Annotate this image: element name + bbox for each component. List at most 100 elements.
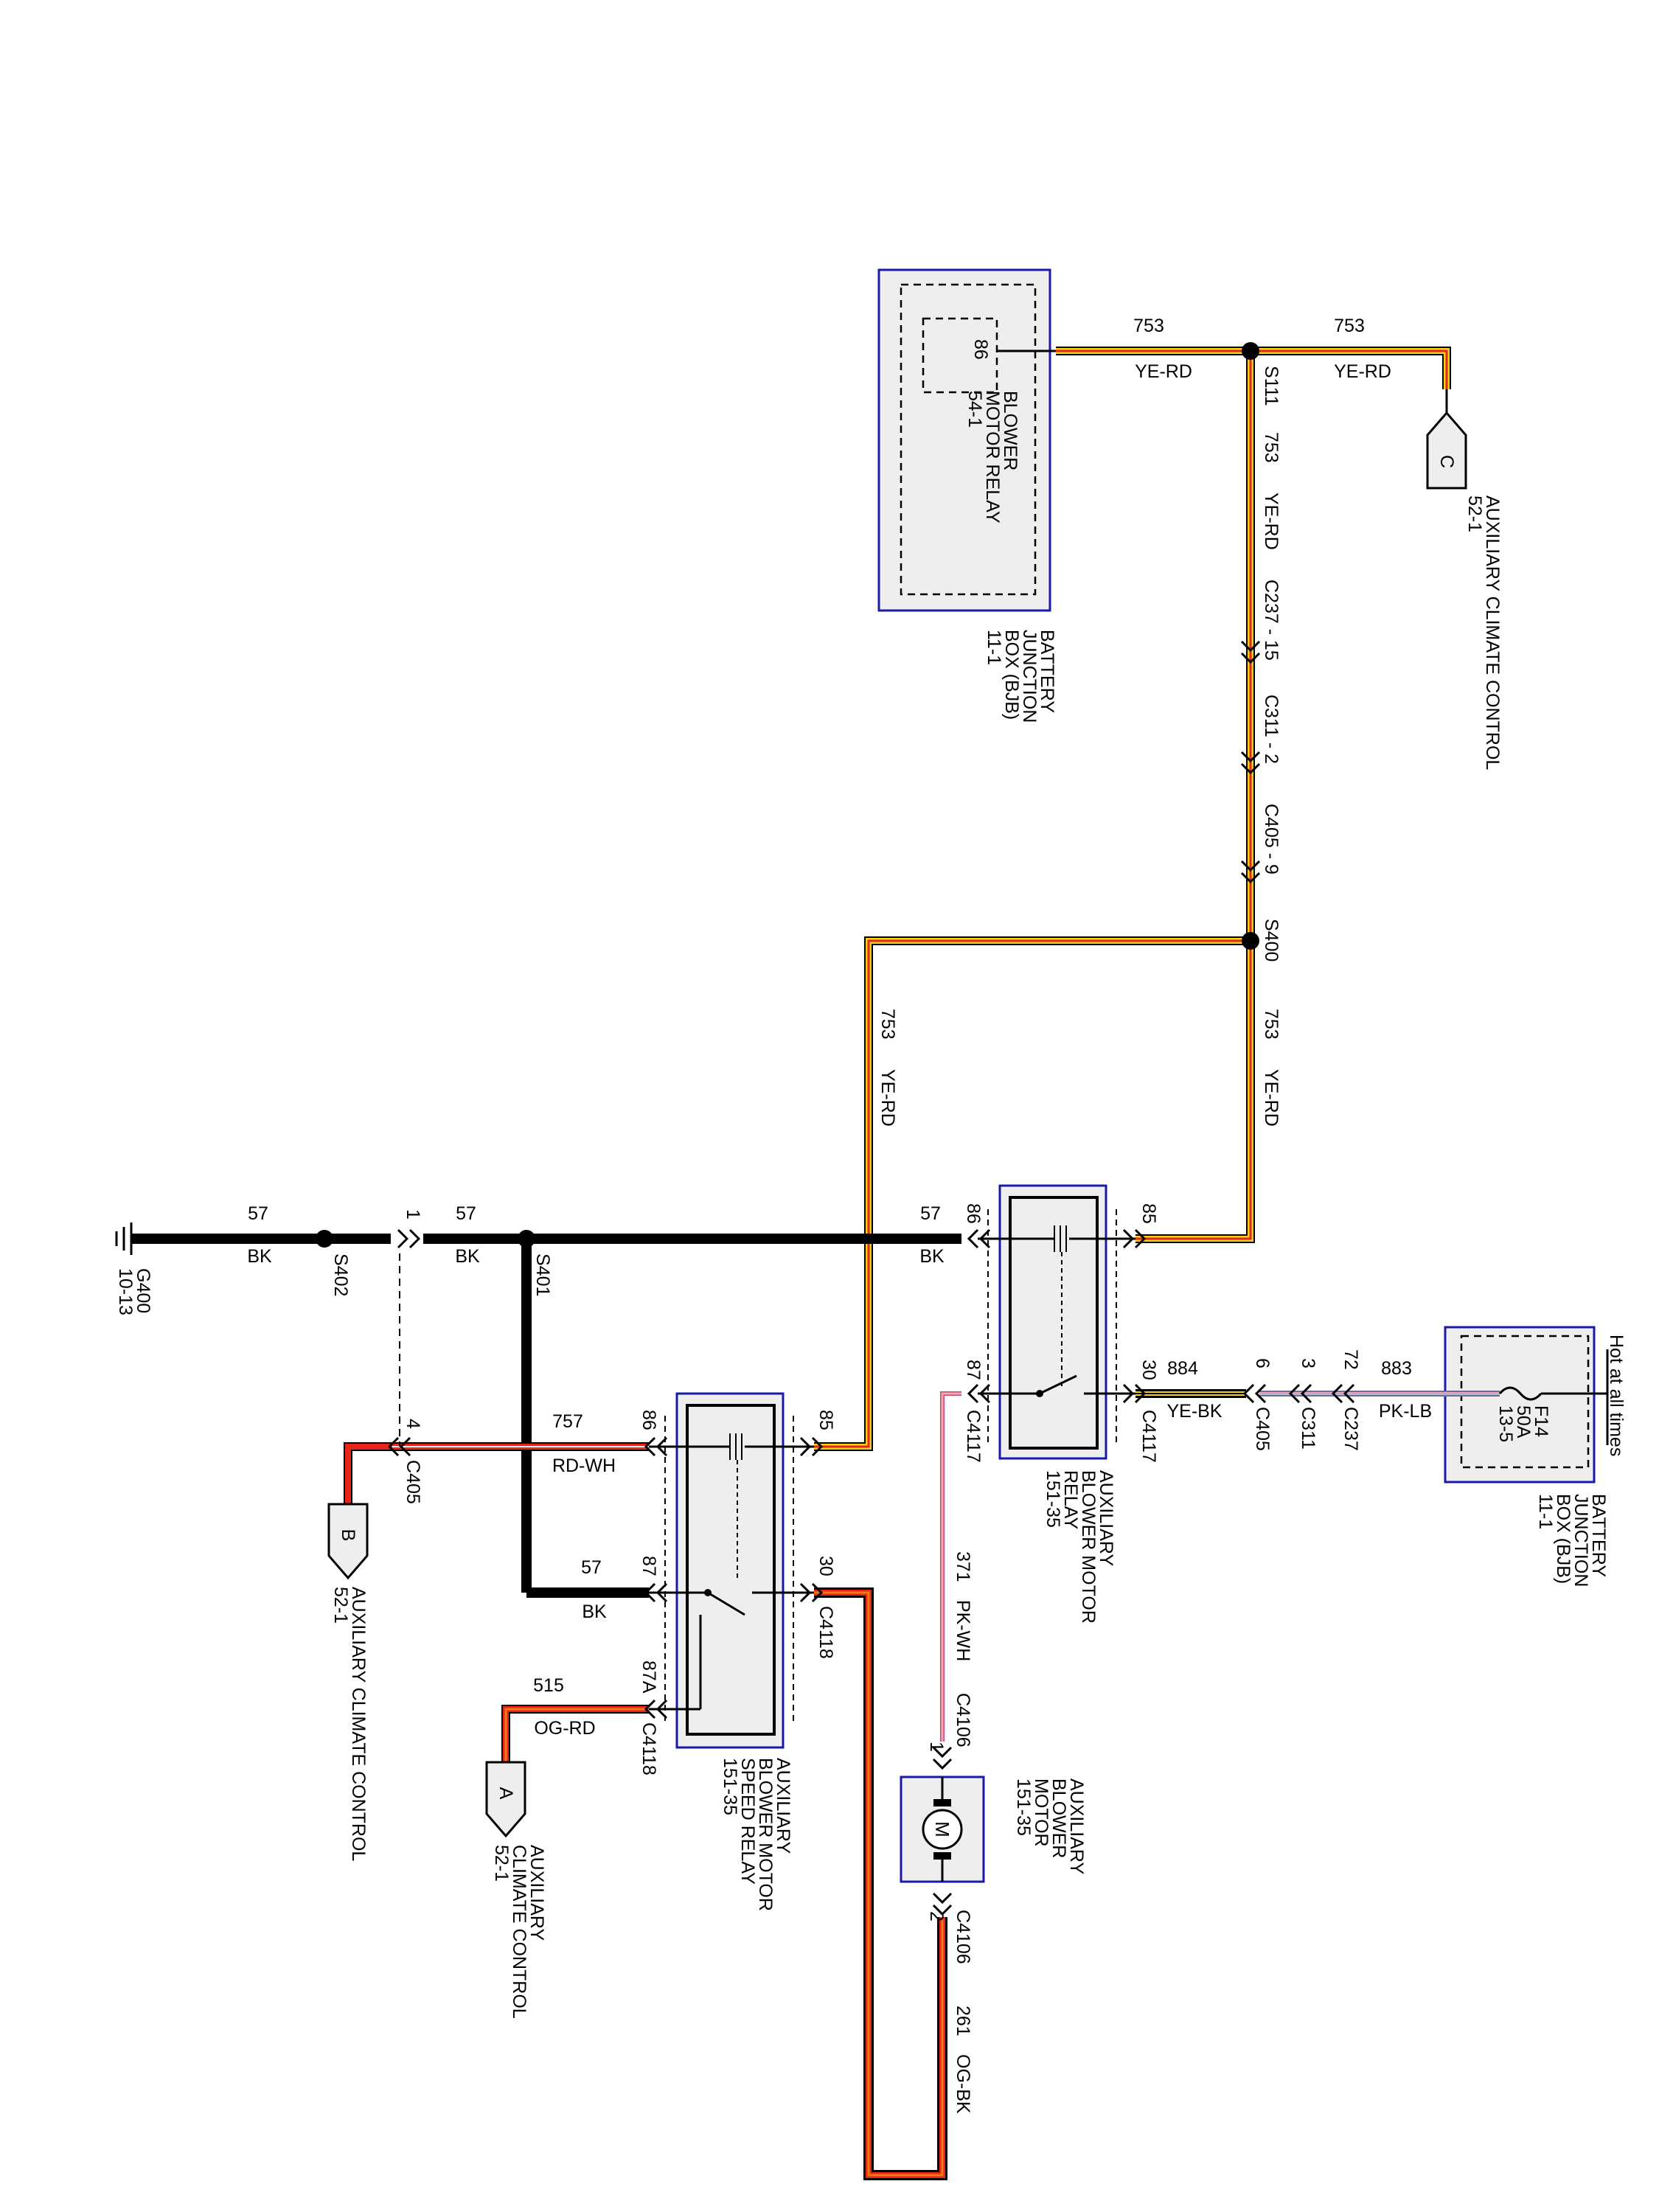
connector-a-letter: A	[495, 1787, 516, 1800]
wire-371-color: PK-WH	[953, 1600, 973, 1661]
motor-pin-2: 2	[926, 1911, 947, 1921]
splice-s401-label: S401	[532, 1253, 553, 1296]
wire-753-num-a: 753	[1133, 316, 1164, 336]
ground-name: G400	[133, 1268, 153, 1313]
bjb-right-hot: Hot at all times	[1606, 1335, 1627, 1456]
wire-753-left	[814, 936, 1251, 1451]
relay-pin-86: 86	[963, 1203, 984, 1224]
wire-753-top	[1018, 347, 1451, 389]
wire-753-num-d: 753	[1261, 1009, 1281, 1040]
wire-57-num-c: 57	[920, 1203, 941, 1224]
speed-relay-pin-86: 86	[639, 1410, 659, 1430]
connector-b-letter: B	[338, 1529, 358, 1542]
wire-753-color-b: YE-RD	[1334, 361, 1391, 382]
inline-connector-icons	[387, 640, 1355, 1916]
connector-c405-r: C405	[1252, 1407, 1273, 1451]
speed-relay-pin-87a: 87A	[639, 1660, 659, 1694]
relay-connector-c4117-a: C4117	[963, 1410, 984, 1463]
bjb-right-line4: 11-1	[1535, 1494, 1556, 1529]
speed-relay-line1: AUXILIARY	[773, 1758, 793, 1854]
wire-371	[940, 1391, 961, 1742]
motor-line1: AUXILIARY	[1066, 1778, 1087, 1874]
bjb-right-amps: 50A	[1513, 1405, 1534, 1439]
pin-3: 3	[1298, 1358, 1318, 1368]
aux-cc-c-line1: AUXILIARY CLIMATE CONTROL	[1482, 495, 1503, 770]
splice-s400	[1242, 932, 1259, 950]
aux-relay-line1: AUXILIARY	[1096, 1470, 1116, 1566]
speed-relay-line4: 151-35	[720, 1758, 740, 1815]
splice-s402-label: S402	[330, 1253, 351, 1296]
bjb-top-line2: JUNCTION	[1019, 630, 1040, 723]
speed-relay-pin-30: 30	[815, 1556, 836, 1576]
aux-cc-a-line1: AUXILIARY	[526, 1845, 547, 1941]
relay-connector-c4117-b: C4117	[1138, 1410, 1159, 1463]
wire-884-num: 884	[1167, 1358, 1198, 1379]
connector-c405-l: C405	[403, 1460, 423, 1504]
battery-junction-box-top	[877, 268, 1051, 612]
bjb-right-line3: BOX (BJB)	[1553, 1494, 1573, 1584]
motor-line4: 151-35	[1013, 1778, 1034, 1836]
relay-pin-85: 85	[1138, 1203, 1159, 1224]
connector-c-icon	[1426, 389, 1467, 490]
bjb-right-line1: BATTERY	[1588, 1494, 1609, 1577]
wire-261	[814, 1587, 947, 2180]
connector-a-icon	[485, 1761, 526, 1838]
wire-57-ground	[131, 1234, 961, 1598]
connector-b-icon	[327, 1503, 369, 1580]
motor-c4106-b: C4106	[953, 1910, 973, 1964]
pin-72: 72	[1340, 1349, 1361, 1370]
splice-dots	[316, 342, 1259, 1248]
splice-s402	[316, 1230, 333, 1248]
wire-57-color-d: BK	[582, 1601, 607, 1622]
aux-relay-line2: BLOWER MOTOR	[1078, 1470, 1099, 1624]
wire-753-num-e: 753	[877, 1009, 898, 1040]
speed-relay-c4118-a: C4118	[815, 1606, 836, 1659]
ground-icon	[115, 1222, 133, 1255]
wire-753-color-a: YE-RD	[1135, 361, 1192, 382]
labels: 753 YE-RD 753 YE-RD S111 753 YE-RD C237 …	[115, 316, 1627, 2114]
splice-s111-label: S111	[1261, 366, 1281, 406]
wire-753-color-d: YE-RD	[1261, 1069, 1281, 1127]
bjb-right-ref: 13-5	[1495, 1405, 1516, 1442]
motor-pin-1: 1	[926, 1742, 947, 1752]
relay-pin-87: 87	[963, 1360, 984, 1380]
speed-relay-line2: BLOWER MOTOR	[755, 1758, 776, 1911]
aux-cc-a-line2: CLIMATE CONTROL	[509, 1845, 529, 2019]
splice-s400-label: S400	[1261, 919, 1281, 961]
aux-cc-a-line3: 52-1	[491, 1845, 512, 1882]
aux-relay-line3: RELAY	[1060, 1470, 1081, 1529]
bjb-top-line1: BATTERY	[1037, 630, 1057, 713]
wire-757-num: 757	[552, 1411, 583, 1432]
connector-c237-15: C237 - 15	[1261, 580, 1281, 661]
connector-c405-9: C405 - 9	[1261, 804, 1281, 874]
wire-515	[501, 1705, 649, 1762]
bjb-top-line4: 11-1	[984, 630, 1004, 665]
aux-cc-c-line2: 52-1	[1464, 495, 1485, 532]
wire-757	[344, 1253, 649, 1504]
speed-relay-coil-icon	[649, 1433, 814, 1711]
splice-s111	[1242, 342, 1259, 360]
pin-1-c405: 1	[403, 1209, 423, 1220]
relay-pin-30: 30	[1138, 1360, 1159, 1380]
aux-blower-motor: M	[900, 1775, 985, 1883]
battery-junction-box-right	[1444, 1326, 1596, 1484]
bjb-top-line3: BOX (BJB)	[1001, 630, 1022, 720]
speed-relay-pin-85: 85	[815, 1410, 836, 1430]
blower-relay-line1: BLOWER	[1000, 391, 1020, 470]
pin-4-c405: 4	[403, 1419, 423, 1429]
wire-884-color: YE-BK	[1166, 1401, 1222, 1422]
blower-relay-pin: 86	[970, 339, 991, 360]
wire-57-color-b: BK	[455, 1246, 480, 1267]
aux-cc-b-line1: AUXILIARY CLIMATE CONTROL	[348, 1587, 369, 1861]
bjb-right-line2: JUNCTION	[1571, 1494, 1591, 1587]
wire-753-num-c: 753	[1261, 432, 1281, 463]
aux-relay-line4: 151-35	[1043, 1470, 1063, 1528]
speed-relay-line3: SPEED RELAY	[737, 1758, 758, 1885]
motor-symbol: M	[931, 1821, 953, 1837]
aux-cc-b-line2: 52-1	[330, 1587, 351, 1624]
aux-blower-motor-relay	[987, 1184, 1117, 1460]
connector-c237-r: C237	[1340, 1407, 1361, 1451]
wire-883-color: PK-LB	[1379, 1401, 1432, 1422]
speed-relay-pin-87: 87	[639, 1556, 659, 1576]
relay-coil-icon	[978, 1225, 1135, 1397]
